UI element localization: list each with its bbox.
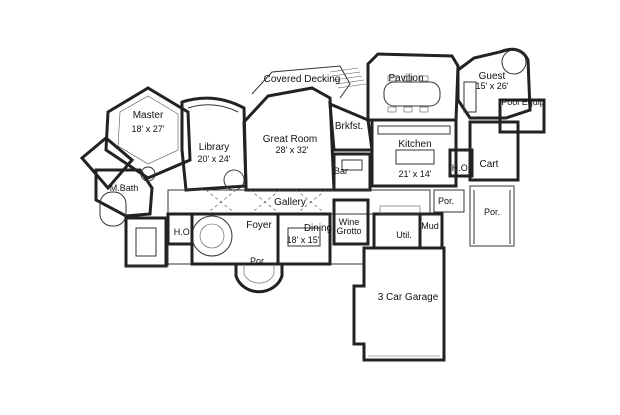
label-great-room: Great Room <box>263 134 317 145</box>
label-kitchen: Kitchen <box>398 139 431 150</box>
entry-portico <box>234 264 284 294</box>
label-mud: Mud <box>421 221 439 231</box>
label-gallery: Gallery <box>274 197 306 208</box>
label-master: Master <box>133 110 164 121</box>
label-pool-equip: Pool Equip <box>501 97 545 107</box>
label-guest: Guest <box>479 71 506 82</box>
master-column <box>140 166 156 182</box>
gallery-vaults <box>205 189 327 215</box>
foyer-stair <box>191 215 233 257</box>
ho-right-wall <box>448 148 474 178</box>
mbath-tub <box>99 191 127 227</box>
pavilion-wall <box>366 52 460 122</box>
label-bar: Bar <box>334 166 348 176</box>
label-cart: Cart <box>480 159 499 170</box>
decking-steps <box>329 67 367 89</box>
entry-portico-inner <box>243 264 275 284</box>
label-guest-dim: 15' x 26' <box>476 81 509 91</box>
label-library-dim: 20' x 24' <box>198 154 231 164</box>
label-mbath: M.Bath <box>110 183 139 193</box>
kitchen-wall <box>370 118 458 188</box>
mud-wall <box>418 212 444 250</box>
label-great-room-dim: 28' x 32' <box>276 145 309 155</box>
label-brkfst: Brkfst. <box>335 121 363 132</box>
label-util: Util. <box>396 230 412 240</box>
label-master-dim: 18' x 27' <box>132 124 165 134</box>
ho-left-wall <box>166 212 194 246</box>
dining-wall <box>276 212 332 266</box>
label-garage: 3 Car Garage <box>378 292 439 303</box>
label-ho-right: H.O. <box>452 163 471 173</box>
label-dining: Dining <box>304 223 332 234</box>
label-por-right: Por. <box>484 207 500 217</box>
label-ho-left: H.O. <box>174 227 193 237</box>
bar-counter <box>341 159 363 171</box>
por-right <box>469 185 515 247</box>
library-bay <box>187 104 239 113</box>
guest-tower <box>501 49 527 75</box>
garage-wall <box>352 246 446 362</box>
mbath-wall <box>94 168 154 218</box>
label-kitchen-dim: 21' x 14' <box>399 169 432 179</box>
label-grotto: Grotto <box>336 226 361 236</box>
foyer-stair-inner <box>199 223 225 249</box>
label-por-entry: Por. <box>250 256 266 266</box>
por-small-wall <box>433 189 465 213</box>
library-stair-arc <box>223 169 245 181</box>
kitchen-counter <box>377 125 451 135</box>
label-library: Library <box>199 142 230 153</box>
dining-table <box>287 227 321 247</box>
pavilion-table <box>383 81 441 107</box>
label-pavilion: Pavilion <box>388 73 423 84</box>
master-wall <box>104 86 192 180</box>
util-stair <box>379 205 421 215</box>
mbath-closet <box>124 216 168 268</box>
master-closet-wall <box>79 136 135 191</box>
label-wine: Wine <box>339 217 360 227</box>
label-covered-decking: Covered Decking <box>264 74 341 85</box>
wine-grotto-wall <box>332 198 370 246</box>
covered-decking-outline <box>251 65 351 99</box>
guest-closet <box>463 81 477 113</box>
pavilion-chairs <box>387 75 429 113</box>
master-inner <box>117 95 179 165</box>
label-dining-dim: 18' x 15' <box>287 235 320 245</box>
pool-equip-wall <box>498 98 546 134</box>
label-foyer: Foyer <box>246 220 272 231</box>
kitchen-island <box>395 149 435 165</box>
label-por-small: Por. <box>438 196 454 206</box>
mbath-shower <box>135 227 157 257</box>
library-wall <box>180 96 248 192</box>
west-outline <box>126 244 169 267</box>
